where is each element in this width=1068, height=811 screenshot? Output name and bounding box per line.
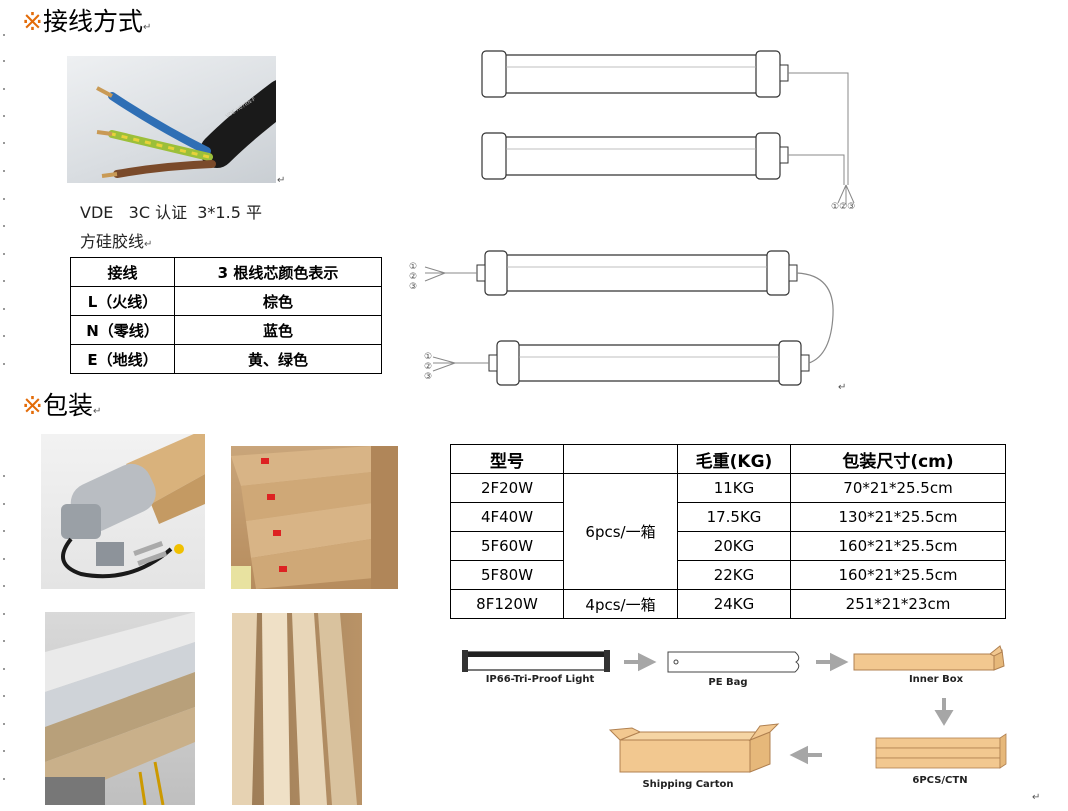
table-cell: E（地线） [70, 344, 175, 374]
packed-lights-photo [45, 612, 195, 805]
table-row: 2F20W 6pcs/一箱 11KG 70*21*25.5cm [450, 473, 1006, 590]
table-cell: 黄、绿色 [174, 344, 382, 374]
cable-photo: VDE H07RN-F [67, 56, 276, 183]
carton-stack-photo [231, 446, 398, 589]
flow-arrow-icon [816, 652, 849, 672]
paragraph-mark-icon: ↵ [1032, 792, 1041, 803]
table-cell-size: 251*21*23cm [790, 589, 1006, 619]
flow-arrow-left-icon [789, 745, 822, 765]
flow-shipping-carton-icon [608, 723, 780, 773]
table-row: 接线 3 根线芯颜色表示 [70, 257, 382, 287]
table-cell-size: 70*21*25.5cm [790, 473, 1006, 503]
reference-mark: ※ [22, 7, 43, 36]
tube-light-4 [488, 340, 810, 386]
wire-label-2: ② [424, 362, 433, 372]
wire-terminal-labels-a: ① ② ③ [409, 262, 421, 292]
table-cell-model: 5F60W [450, 531, 564, 561]
flow-step-label: 6PCS/CTN [912, 775, 968, 786]
paragraph-mark-icon: ↵ [277, 175, 286, 186]
table-cell: N（零线） [70, 315, 175, 345]
cable-illustration: VDE H07RN-F [96, 80, 276, 178]
table-cell-model: 2F20W [450, 473, 564, 503]
wire-color-table: 接线 3 根线芯颜色表示 L（火线） 棕色 N（零线） 蓝色 E（地线） 黄、绿… [70, 257, 382, 374]
table-cell-size: 160*21*25.5cm [790, 531, 1006, 561]
wire-label-3: ③ [409, 282, 418, 292]
wiring-diagram-top [481, 50, 855, 205]
tube-light-3 [476, 250, 798, 296]
flow-pe-bag-icon [667, 651, 800, 673]
wire-label-1: ① [424, 352, 433, 362]
table-row: 8F120W 4pcs/一箱 24KG 251*21*23cm [450, 589, 1006, 619]
table-cell-size: 160*21*25.5cm [790, 560, 1006, 590]
table-row: N（零线） 蓝色 [70, 315, 382, 345]
table-row: 4F40W 17.5KG 130*21*25.5cm [450, 502, 1006, 532]
table-cell: 棕色 [174, 286, 382, 316]
packing-table: 型号 毛重(KG) 包装尺寸(cm) 2F20W 6pcs/一箱 11KG 70… [450, 444, 1006, 619]
tube-light-1 [481, 50, 789, 98]
flow-box-stack-icon [875, 733, 1007, 769]
table-cell-model: 8F120W [450, 589, 564, 619]
paragraph-mark-icon: ↵ [838, 382, 847, 393]
cable-spec-line2: 方硅胶线↵ [80, 228, 152, 252]
table-row: E（地线） 黄、绿色 [70, 344, 382, 374]
table-cell-weight: 20KG [677, 531, 791, 561]
wire-terminal-labels: ①②③ [831, 202, 855, 212]
table-row: L（火线） 棕色 [70, 286, 382, 316]
table-header-cell: 型号 [450, 444, 564, 474]
flow-inner-box-icon [853, 645, 1005, 671]
table-cell-weight: 22KG [677, 560, 791, 590]
flow-light-icon [462, 650, 610, 672]
table-cell-size: 130*21*25.5cm [790, 502, 1006, 532]
wire-label-2: ② [409, 272, 418, 282]
product-photo [41, 434, 205, 589]
section-heading-packing: ※包装↵ [22, 386, 101, 422]
table-cell-weight: 11KG [677, 473, 791, 503]
flow-step-label: Shipping Carton [642, 779, 734, 790]
wire-label-1: ① [831, 202, 840, 212]
table-cell-qty: 6pcs/一箱 [563, 473, 678, 590]
table-header-cell: 包装尺寸(cm) [790, 444, 1006, 474]
table-header-cell: 接线 [70, 257, 175, 287]
wire-terminal-labels-b: ① ② ③ [424, 352, 436, 382]
reference-mark: ※ [22, 391, 43, 420]
wire-label-1: ① [409, 262, 418, 272]
paragraph-mark-icon: ↵ [144, 239, 153, 250]
section-title: 包装 [42, 391, 93, 420]
wire-label-2: ② [839, 202, 848, 212]
cable-spec-line2-text: 方硅胶线 [80, 232, 145, 251]
paragraph-mark-icon: ↵ [142, 22, 152, 33]
section-title: 接线方式 [42, 7, 143, 36]
paragraph-mark-icon: ↵ [92, 406, 102, 417]
flow-step-label: IP66-Tri-Proof Light [485, 674, 595, 685]
packing-flow-diagram [462, 645, 1007, 773]
table-header-cell: 3 根线芯颜色表示 [174, 257, 382, 287]
wire-label-3: ③ [847, 202, 856, 212]
table-header-cell [563, 444, 678, 474]
flow-arrow-down-icon [934, 698, 954, 726]
table-header-cell: 毛重(KG) [677, 444, 791, 474]
table-row: 5F80W 22KG 160*21*25.5cm [450, 560, 1006, 590]
table-cell-weight: 24KG [677, 589, 791, 619]
flow-step-label: PE Bag [708, 677, 748, 688]
flow-step-label: Inner Box [908, 674, 964, 685]
cable-spec-line1: VDE 3C 认证 3*1.5 平 [80, 203, 262, 222]
table-cell-qty: 4pcs/一箱 [563, 589, 678, 619]
flow-arrow-icon [624, 652, 657, 672]
table-row: 型号 毛重(KG) 包装尺寸(cm) [450, 444, 1006, 474]
wiring-diagram-series [424, 250, 834, 386]
table-cell-model: 4F40W [450, 502, 564, 532]
section-heading-wiring: ※接线方式↵ [22, 2, 151, 38]
table-cell: 蓝色 [174, 315, 382, 345]
box-rows-photo [232, 613, 362, 805]
table-cell-model: 5F80W [450, 560, 564, 590]
wire-label-3: ③ [424, 372, 433, 382]
table-row: 5F60W 20KG 160*21*25.5cm [450, 531, 1006, 561]
table-cell-weight: 17.5KG [677, 502, 791, 532]
table-cell: L（火线） [70, 286, 175, 316]
tube-light-2 [481, 132, 789, 180]
